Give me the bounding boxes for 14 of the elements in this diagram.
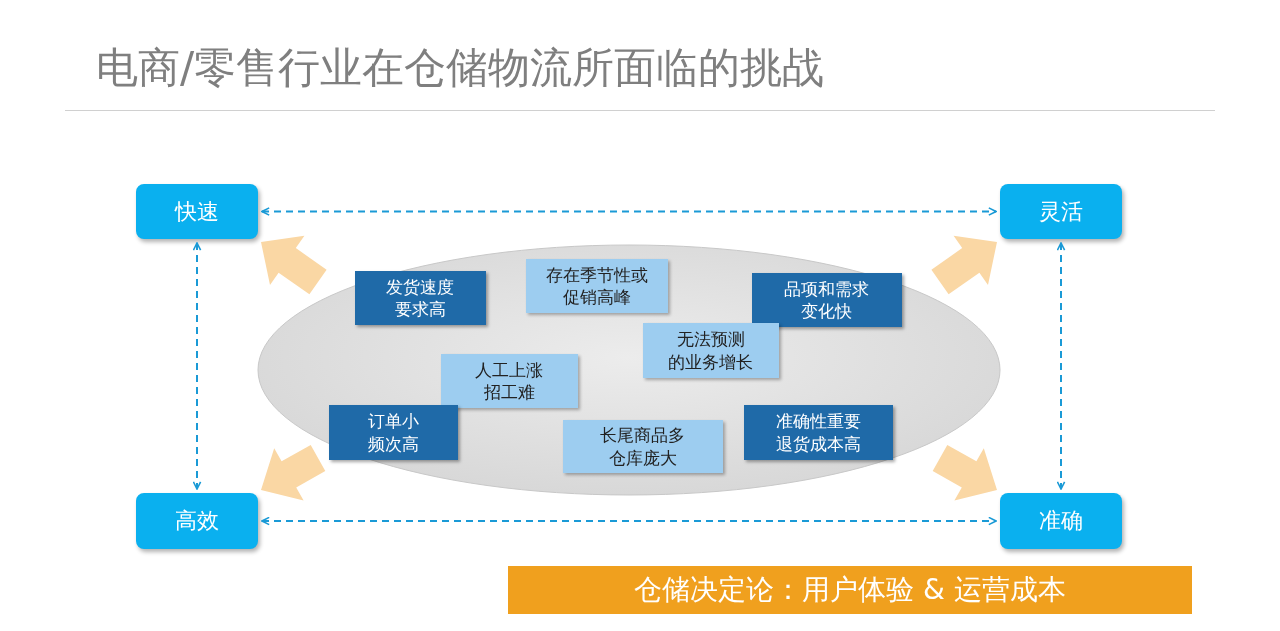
block-arrow (931, 235, 997, 295)
dashed-arrow (1056, 242, 1066, 490)
block-arrow (261, 235, 327, 295)
dashed-arrow (261, 207, 997, 216)
quality-box: 高效 (136, 493, 258, 549)
slide-title: 电商/零售行业在仓储物流所面临的挑战 (96, 42, 825, 94)
dashed-arrow (192, 242, 202, 490)
conclusion-banner: 仓储决定论：用户体验 & 运营成本 (508, 566, 1192, 614)
dashed-arrow (261, 516, 997, 526)
quality-box: 准确 (1000, 493, 1122, 549)
block-arrow (261, 444, 326, 501)
quality-box: 灵活 (1000, 184, 1122, 239)
quality-box: 快速 (136, 184, 258, 239)
block-arrow (932, 444, 997, 501)
